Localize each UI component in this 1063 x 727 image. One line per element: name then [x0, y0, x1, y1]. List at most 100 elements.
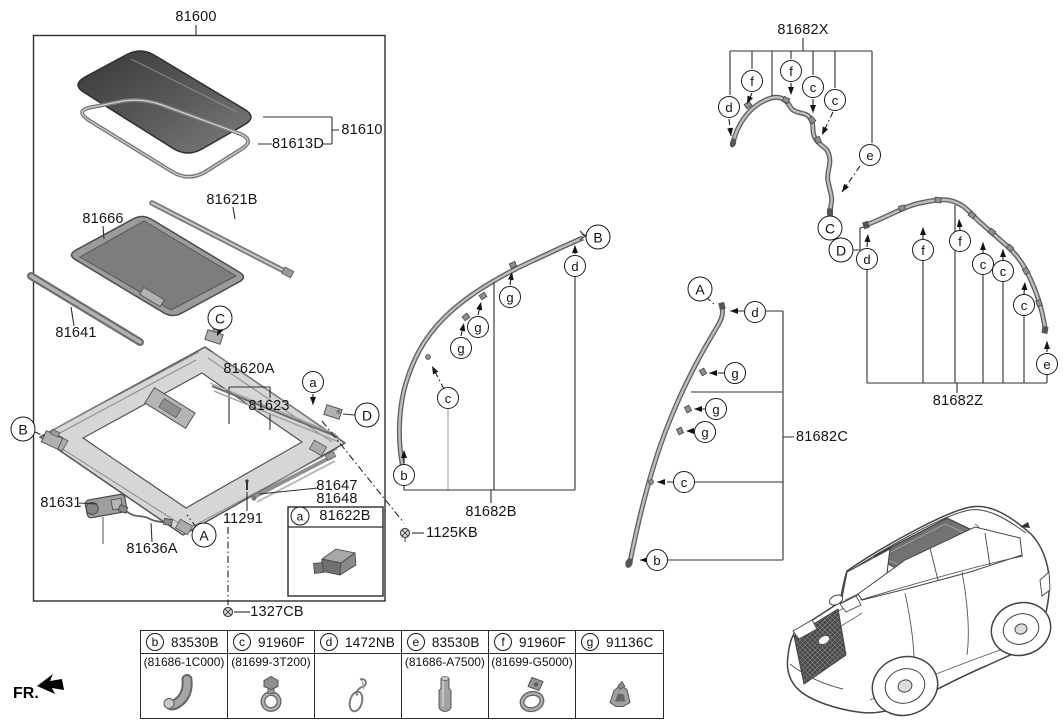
- callout-g-hoseB: g: [499, 286, 521, 308]
- callout-c-hoseZ: c: [992, 260, 1014, 282]
- straight-connector-icon: [438, 676, 452, 713]
- legend-part-b: 83530B: [171, 634, 219, 650]
- label-1125KB: 1125KB: [426, 525, 478, 541]
- callout-A-main: A: [191, 522, 217, 548]
- drip-rail-81623: [209, 382, 340, 443]
- legend-cell-c: c 91960F (81699-3T200): [228, 631, 315, 718]
- callout-c-hoseX: c: [802, 76, 824, 98]
- sunroof-frame: [39, 346, 346, 536]
- callout-D-main: D: [354, 402, 380, 428]
- callout-a-inset: a: [290, 506, 310, 526]
- callout-a-main: a: [302, 371, 324, 393]
- callout-g-hoseC: g: [724, 362, 746, 384]
- legend-part-f: 91960F: [519, 634, 566, 650]
- guide-end-part: [323, 404, 343, 420]
- drain-hose-81682Z: [862, 196, 1049, 334]
- callout-c-hoseB: c: [437, 387, 459, 409]
- legend-key-g: g: [581, 633, 599, 651]
- rail-81647-81648: [251, 450, 337, 503]
- legend-cell-g: g 91136C: [576, 631, 663, 718]
- callout-d-hoseC: d: [744, 301, 766, 323]
- legend-sub-e: (81686-A7500): [404, 655, 485, 669]
- hose-clamp-icon: [260, 675, 282, 712]
- legend-part-c: 91960F: [258, 634, 305, 650]
- callout-g-hoseB: g: [467, 316, 489, 338]
- label-81641: 81641: [55, 325, 97, 341]
- label-11291: 11291: [222, 511, 264, 527]
- drain-hose-81682X: [729, 94, 835, 216]
- fr-label: FR.: [13, 685, 39, 702]
- label-81600: 81600: [175, 9, 217, 25]
- drain-hose-81682C: [625, 301, 726, 568]
- legend-key-e: e: [406, 633, 425, 651]
- callout-D-hoseZ: D: [828, 237, 854, 263]
- motor-cable-81636A: [117, 504, 173, 527]
- callout-g-hoseC: g: [694, 421, 716, 443]
- callout-B-main: B: [10, 416, 36, 442]
- sunshade-81666: [70, 215, 245, 317]
- legend-key-c: c: [233, 633, 251, 651]
- legend-key-f: f: [494, 633, 512, 651]
- callout-e-hoseZ: e: [1036, 353, 1058, 375]
- label-1327CB: 1327CB: [250, 604, 304, 620]
- label-81648: 81648: [316, 491, 358, 507]
- label-81682Z: 81682Z: [932, 393, 984, 409]
- legend-part-g: 91136C: [606, 634, 654, 650]
- legend-cell-e: e 83530B (81686-A7500): [400, 631, 489, 718]
- vehicle-grille: [793, 608, 847, 685]
- legend-sub-c: (81699-3T200): [231, 655, 311, 669]
- legend-part-e: 83530B: [431, 634, 480, 650]
- callout-c-hoseZ: c: [1013, 294, 1035, 316]
- callout-b-hoseC: b: [646, 549, 668, 571]
- legend-cell-b: b 83530B (81686-1C000): [141, 631, 228, 718]
- callout-b-hoseB: b: [393, 464, 415, 486]
- label-81682B: 81682B: [465, 504, 517, 520]
- callout-f-hoseX: f: [780, 60, 802, 82]
- callout-c-hoseC: c: [673, 471, 695, 493]
- label-81620A: 81620A: [223, 361, 275, 377]
- elbow-hose-icon: [163, 674, 193, 711]
- sunroof-motor-81631: [84, 493, 128, 544]
- callout-C-hoseX: C: [817, 215, 843, 241]
- callout-d-hoseX: d: [718, 96, 740, 118]
- label-81622B: 81622B: [319, 508, 371, 524]
- legend-cell-d: d 1472NB: [315, 631, 402, 718]
- callout-C-main: C: [207, 305, 233, 331]
- label-81631: 81631: [40, 495, 82, 511]
- label-81636A: 81636A: [126, 541, 178, 557]
- glass-seal-ring: [80, 98, 250, 179]
- hose-clip-icon: [608, 680, 631, 707]
- bolt-1327CB: [222, 606, 234, 618]
- legend-key-b: b: [146, 633, 164, 651]
- fr-direction-arrow: [37, 674, 64, 694]
- vehicle-illustration: [786, 505, 1052, 717]
- label-81610: 81610: [341, 122, 383, 138]
- label-81613D: 81613D: [272, 136, 324, 152]
- label-81647: 81647: [316, 478, 358, 494]
- legend-key-d: d: [320, 633, 338, 651]
- callout-c-hoseZ: c: [972, 253, 994, 275]
- label-81666: 81666: [82, 211, 124, 227]
- callout-A-hoseC: A: [687, 276, 713, 302]
- legend-cell-f: f 91960F (81699-G5000): [489, 631, 576, 718]
- guide-rail-81621B: [149, 200, 295, 279]
- callout-e-hoseX: e: [859, 144, 881, 166]
- wire-hook-icon: [348, 678, 367, 713]
- drain-hose-81682B: [396, 230, 591, 474]
- main-assembly-box: [32, 34, 386, 602]
- legend-part-d: 1472NB: [345, 634, 395, 650]
- callout-d-hoseZ: d: [856, 248, 878, 270]
- bolt-1125KB: [399, 527, 411, 542]
- fastener-legend-table: b 83530B (81686-1C000) c 91960F (81699-3…: [140, 630, 664, 719]
- legend-sub-f: (81699-G5000): [491, 655, 573, 669]
- label-81682C: 81682C: [796, 429, 848, 445]
- callout-B-hoseB: B: [585, 224, 611, 250]
- callout-f-hoseZ: f: [949, 230, 971, 252]
- callout-g-hoseB: g: [450, 337, 472, 359]
- label-81623: 81623: [248, 398, 290, 414]
- sunroof-glass: [77, 50, 252, 154]
- callout-f-hoseZ: f: [912, 239, 934, 261]
- ring-clamp-icon: [519, 676, 545, 713]
